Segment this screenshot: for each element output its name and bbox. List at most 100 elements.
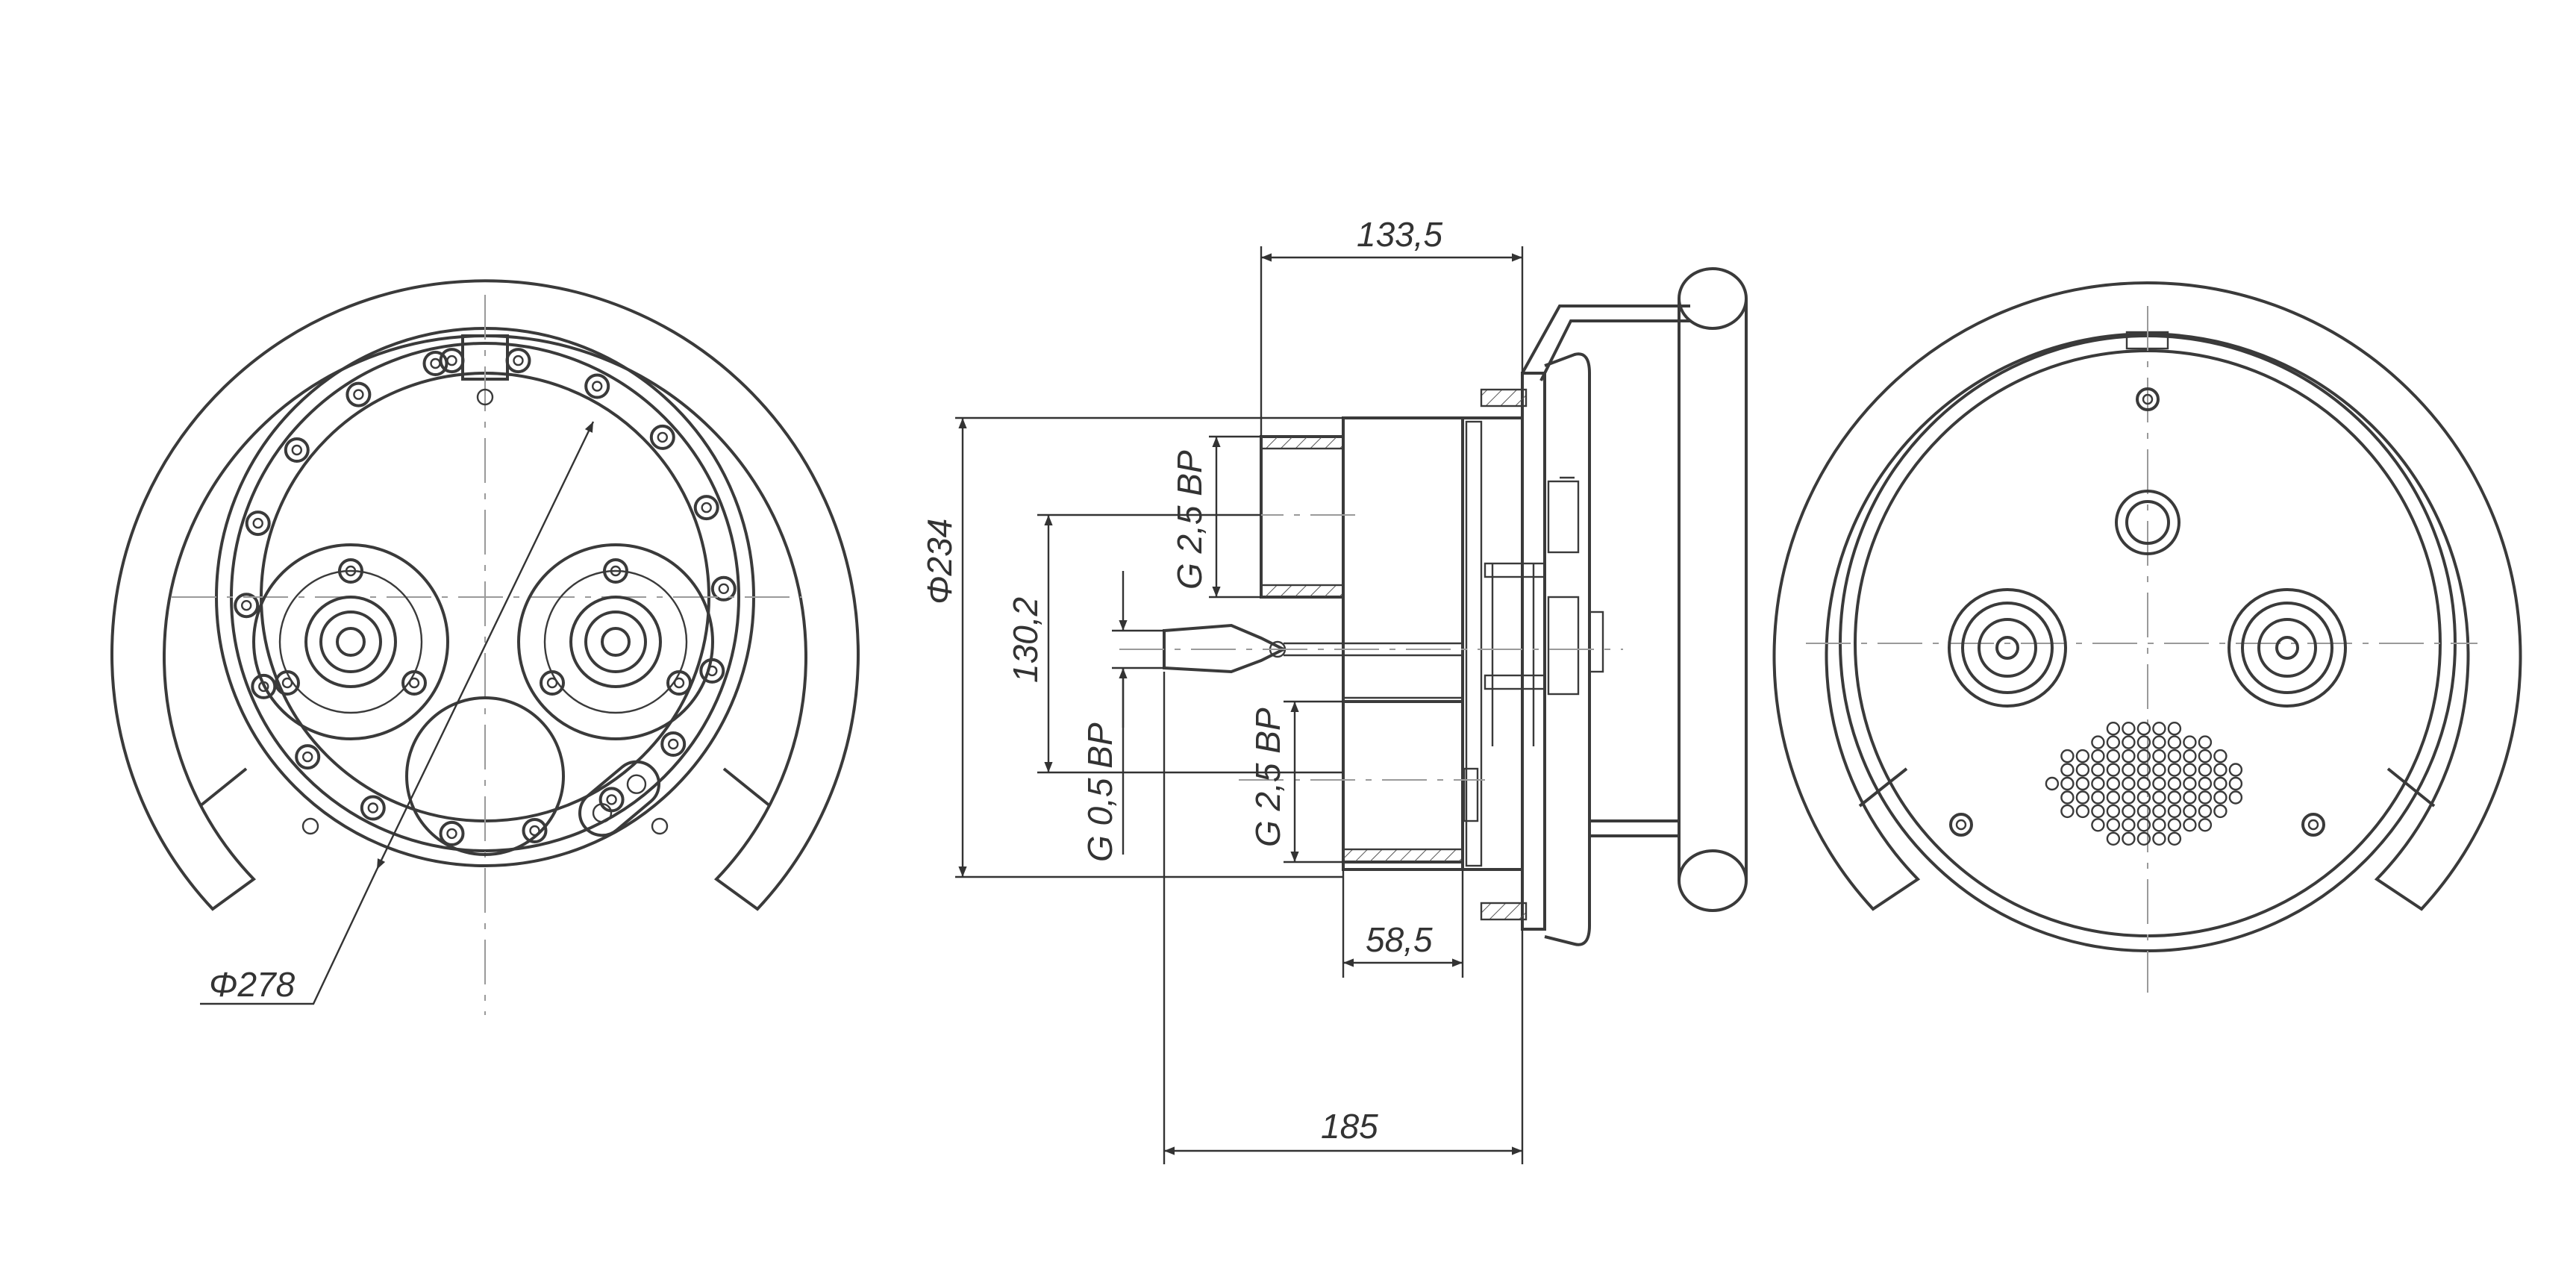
flange-bolt-center	[353, 389, 364, 400]
grille-hole	[2198, 763, 2213, 777]
flange-bolt	[295, 744, 321, 770]
grille-hole	[2060, 776, 2075, 791]
flange-bolt-center	[367, 802, 378, 813]
grille-hole	[2152, 722, 2166, 736]
grille-hole	[2136, 818, 2151, 832]
grille-hole	[2167, 818, 2182, 832]
flange-bolt-center	[252, 517, 263, 529]
grille-hole	[2167, 735, 2182, 749]
flange-bolt-center	[701, 502, 712, 513]
grille-hole	[2136, 831, 2151, 846]
flange-bolt	[245, 510, 271, 537]
grille-hole	[2136, 722, 2151, 736]
grille-hole	[2091, 804, 2105, 819]
right-nozzle	[517, 543, 714, 740]
dim-body-diameter: Φ234	[920, 519, 959, 605]
grille-hole	[2106, 804, 2121, 819]
grille-hole	[2106, 790, 2121, 805]
grille-hole	[2213, 804, 2228, 819]
grille-hole	[2152, 735, 2166, 749]
lower-pipe	[1342, 700, 1464, 864]
dim-axis-spacing: 130,2	[1006, 597, 1045, 683]
grille-hole	[2060, 790, 2075, 805]
flange-bolt	[234, 593, 260, 619]
flange-bolt	[660, 731, 687, 757]
grille-hole	[2228, 763, 2243, 777]
grille-hole	[2136, 790, 2151, 805]
grille-hole	[2136, 763, 2151, 777]
grille-hole	[2198, 735, 2213, 749]
dim-flange-offset: 58,5	[1366, 920, 1433, 959]
grille-hole	[2213, 749, 2228, 763]
grille-hole	[2213, 790, 2228, 805]
grille-hole	[2091, 763, 2105, 777]
grille-hole	[2198, 804, 2213, 819]
grille-hole	[2183, 763, 2197, 777]
flange-bolt-center	[513, 355, 524, 366]
grille-hole	[2122, 722, 2136, 736]
flange-bolt-center	[302, 751, 313, 763]
grille-hole	[2075, 790, 2090, 805]
dim-depth-total: 185	[1321, 1107, 1378, 1146]
grille-hole	[2152, 831, 2166, 846]
grille-hole	[2167, 790, 2182, 805]
flange-bolt	[505, 348, 531, 374]
grille-hole	[2122, 818, 2136, 832]
grille-hole	[2075, 804, 2090, 819]
grille-hole	[2167, 831, 2182, 846]
side-handle-bottom	[1678, 849, 1748, 912]
flange-bolt	[346, 381, 372, 407]
flange-bolt	[584, 373, 610, 399]
flange-plate	[1521, 372, 1546, 931]
grille-hole	[2122, 804, 2136, 819]
grille-hole	[2228, 776, 2243, 791]
upper-pipe	[1260, 435, 1345, 599]
grille-hole	[2122, 776, 2136, 791]
flange-bolt	[360, 795, 386, 821]
side-section-view: 133,5 185 58,5 Φ234 130,2 G 2,5 ВР G 0,5	[920, 215, 1748, 1164]
grille-hole	[2122, 749, 2136, 763]
flange-bolt	[439, 348, 465, 374]
dim-upper-thread: G 2,5 ВР	[1170, 450, 1209, 590]
grille-hole	[2091, 735, 2105, 749]
grille-hole	[2136, 776, 2151, 791]
grille-hole	[2167, 776, 2182, 791]
front-handle-arc	[1772, 281, 2522, 911]
grille-hole	[2060, 804, 2075, 819]
flange-bolt-center	[592, 381, 603, 392]
flange-bolt	[649, 424, 675, 450]
grille-hole	[2045, 776, 2060, 791]
grille-hole	[2075, 763, 2090, 777]
left-nozzle	[252, 543, 449, 740]
grille-hole	[2060, 763, 2075, 777]
grille-hole	[2183, 818, 2197, 832]
air-regulator	[2115, 490, 2180, 555]
grille-hole	[2167, 804, 2182, 819]
dim-lower-thread: G 2,5 ВР	[1248, 708, 1287, 847]
flange-bolt-center	[291, 444, 302, 456]
grille-hole	[2198, 818, 2213, 832]
grille-hole	[2060, 749, 2075, 763]
flange-bolt	[284, 437, 310, 463]
grille-hole	[2106, 831, 2121, 846]
grille-hole	[2183, 804, 2197, 819]
flange-bolt	[251, 673, 277, 699]
grille-hole	[2106, 749, 2121, 763]
flange-bolt-center	[657, 431, 668, 443]
grille-hole	[2183, 790, 2197, 805]
grille-hole	[2106, 818, 2121, 832]
grille-hole	[2091, 818, 2105, 832]
grille-hole	[2152, 763, 2166, 777]
grille-hole	[2183, 749, 2197, 763]
flange-bolt-center	[446, 355, 457, 366]
grille-hole	[2183, 735, 2197, 749]
grille-hole	[2152, 749, 2166, 763]
grille-hole	[2136, 804, 2151, 819]
flange-bolt-center	[606, 794, 617, 805]
grille-hole	[2122, 790, 2136, 805]
flange-bolt	[422, 351, 448, 376]
side-handle-top	[1678, 267, 1748, 330]
grille-hole	[2152, 790, 2166, 805]
grille-hole	[2213, 763, 2228, 777]
flange-bolt-center	[446, 828, 457, 840]
